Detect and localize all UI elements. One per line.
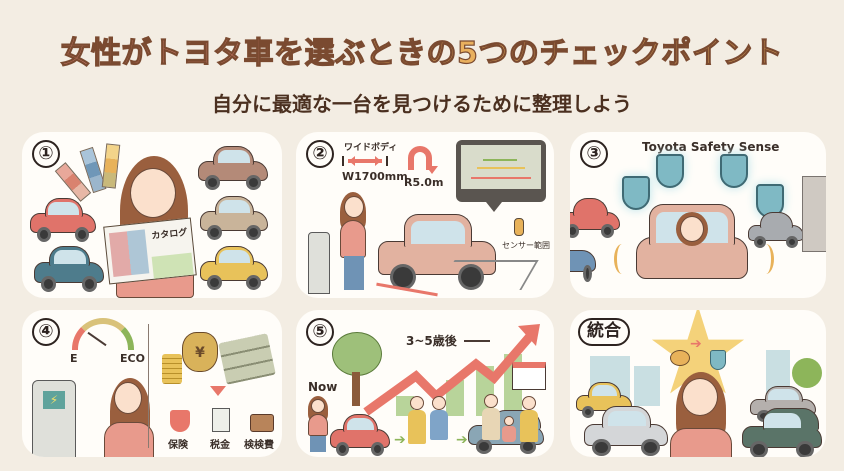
grey-car-icon xyxy=(748,212,804,248)
width-arrow-icon xyxy=(342,156,388,166)
catalog-book: カタログ xyxy=(103,217,197,285)
red-compact-car-icon xyxy=(330,414,390,456)
gauge-empty-label: E xyxy=(70,352,78,365)
divider xyxy=(148,324,149,448)
catalog-label: カタログ xyxy=(150,228,188,242)
width-label: W1700mm xyxy=(342,170,408,183)
shield-icon xyxy=(710,350,726,370)
tree-trunk xyxy=(352,372,360,406)
tax-document-icon xyxy=(212,408,230,432)
building xyxy=(634,366,660,406)
family-icon xyxy=(480,394,540,456)
title-part-1: 女性が xyxy=(60,35,153,71)
tree-icon xyxy=(792,358,822,388)
woman-charging-icon xyxy=(336,192,372,292)
woman-thinking-icon xyxy=(666,372,736,457)
panel-5-future: ⑤ Now 3~5歳後 ➔ ➔ xyxy=(296,310,554,457)
couple-icon xyxy=(408,396,452,456)
warning-waves-right-icon xyxy=(758,244,774,274)
gauge-eco-label: ECO xyxy=(120,352,145,365)
arrow-right-icon: ➔ xyxy=(690,336,702,352)
palette-icon xyxy=(670,350,690,366)
shield-lane-assist-icon xyxy=(656,154,684,188)
coin-stack-icon xyxy=(162,354,182,384)
u-turn-arrowhead xyxy=(426,166,438,180)
step-number-3: ③ xyxy=(580,140,608,168)
safety-sense-title: Toyota Safety Sense xyxy=(642,140,780,154)
down-arrow-icon xyxy=(210,386,226,404)
tree-icon xyxy=(332,332,382,376)
step-number-1: ① xyxy=(32,140,60,168)
woman-charging-icon xyxy=(92,378,162,457)
step-number-4: ④ xyxy=(32,318,60,346)
wall xyxy=(802,176,826,252)
panel-4-costs: ④ E ECO ⚡ ¥ 保険 税金 検検費 xyxy=(22,310,282,457)
fuel-gauge-icon xyxy=(72,318,134,350)
calendar-icon xyxy=(512,362,546,390)
panel-1-design: ① カタログ xyxy=(22,132,282,298)
green-minivan-icon xyxy=(742,408,822,457)
pink-compact-car-icon xyxy=(378,214,496,290)
money-bag-yen-icon: ¥ xyxy=(182,332,218,372)
panel-2-size: ② ワイドボディ W1700mm R5.0m センサー範囲 xyxy=(296,132,554,298)
backup-camera-monitor-icon xyxy=(456,140,546,202)
future-label: 3~5歳後 xyxy=(406,334,457,348)
car-beige-icon xyxy=(200,196,268,240)
ev-charger-icon xyxy=(308,232,330,294)
briefcase-icon xyxy=(250,414,274,432)
woman-now-icon xyxy=(306,396,330,454)
insurance-shield-hands-icon xyxy=(170,410,190,432)
panel-3-safety: ③ Toyota Safety Sense xyxy=(570,132,826,298)
side-blue-car-icon xyxy=(570,232,596,282)
title-part-3: を選ぶときの5つのチェックポイント xyxy=(273,35,784,71)
step-number-2: ② xyxy=(306,140,334,168)
now-label: Now xyxy=(308,380,338,394)
parking-lines xyxy=(437,260,539,290)
inspection-fee-label: 検検費 xyxy=(244,440,274,451)
woman-driving-car-icon xyxy=(636,204,748,298)
parking-sensor-icon xyxy=(514,218,524,236)
car-red-icon xyxy=(30,198,96,242)
silver-sedan-icon xyxy=(584,406,668,456)
yen-bills-icon xyxy=(218,333,276,385)
insurance-label: 保険 xyxy=(168,440,188,451)
right-arrow-icon xyxy=(464,340,490,342)
u-turn-arrow-icon xyxy=(408,146,432,170)
side-red-car-icon xyxy=(570,198,620,238)
summary-badge: 統合 xyxy=(578,318,630,346)
page-title: 女性がトヨタ車を選ぶときの5つのチェックポイント xyxy=(0,28,844,72)
step-number-5: ⑤ xyxy=(306,318,334,346)
warning-waves-left-icon xyxy=(614,244,630,274)
sensor-range-label: センサー範囲 xyxy=(502,241,550,250)
shield-auto-highbeam-icon xyxy=(720,154,748,188)
tax-label: 税金 xyxy=(210,440,230,451)
panel-6-summary: 統合 ➔ xyxy=(570,310,826,457)
next-arrow-icon: ➔ xyxy=(456,432,468,448)
speech-tail xyxy=(486,202,502,220)
turn-radius-label: R5.0m xyxy=(404,176,444,189)
ev-charger-icon: ⚡ xyxy=(32,380,76,457)
shield-pre-collision-icon xyxy=(622,176,650,210)
growth-arrow-icon xyxy=(363,324,540,416)
page-subtitle: 自分に最適な一台を見つけるために整理しよう xyxy=(212,92,632,116)
car-blue-icon xyxy=(34,246,104,292)
next-arrow-icon: ➔ xyxy=(394,432,406,448)
wide-body-label: ワイドボディ xyxy=(344,143,398,153)
title-part-2: トヨタ車 xyxy=(151,35,275,71)
car-yellow-icon xyxy=(200,246,268,290)
car-brown-icon xyxy=(198,146,268,190)
